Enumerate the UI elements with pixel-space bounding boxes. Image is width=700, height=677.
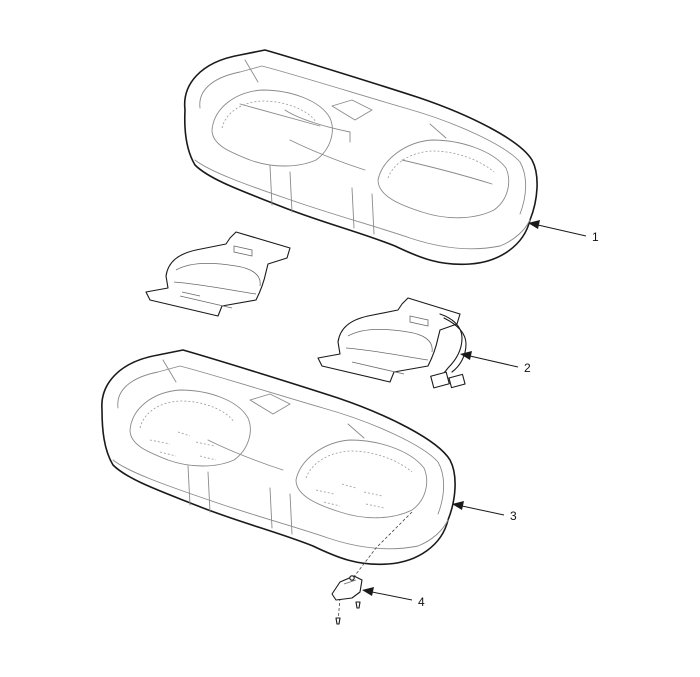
seat-cushion-cover	[183, 49, 538, 266]
callout-number-3: 3	[510, 509, 517, 523]
heater-pad-left	[145, 231, 291, 317]
callout-leader-2	[460, 351, 519, 368]
callout-leader-1	[528, 220, 587, 237]
seat-cushion-pad	[101, 349, 456, 566]
heater-pad-with-harness	[317, 297, 467, 389]
assembly-guide-line	[349, 511, 413, 583]
connector-bracket	[331, 575, 363, 625]
callout-number-2: 2	[524, 361, 531, 375]
callout-leader-4	[362, 587, 413, 601]
callout-leader-3	[452, 501, 505, 516]
callout-number-1: 1	[592, 230, 599, 244]
callout-number-4: 4	[418, 595, 425, 609]
